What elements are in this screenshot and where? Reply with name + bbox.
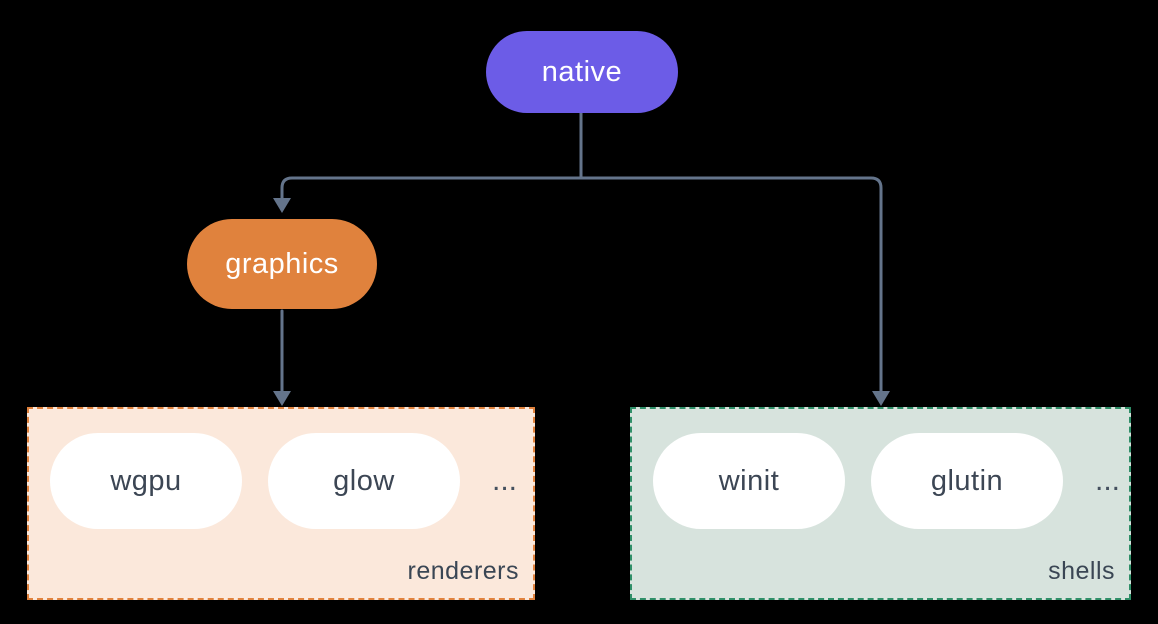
- node-graphics-label: graphics: [225, 247, 339, 280]
- connector-branch-graphics: [280, 176, 583, 200]
- pill-glutin-label: glutin: [930, 464, 1004, 497]
- arrow-down-icon: [273, 198, 291, 213]
- arrow-down-icon: [273, 391, 291, 406]
- pill-wgpu: wgpu: [50, 433, 242, 529]
- pill-glutin: glutin: [871, 433, 1063, 529]
- arrow-down-icon: [872, 391, 890, 406]
- pill-glow-label: glow: [333, 464, 395, 497]
- group-label-shells: shells: [1048, 557, 1115, 585]
- shells-ellipsis: ...: [1095, 464, 1121, 497]
- pill-winit: winit: [653, 433, 845, 529]
- group-shells: winit glutin ... shells: [630, 407, 1131, 600]
- pill-winit-label: winit: [718, 464, 780, 497]
- renderers-ellipsis: ...: [492, 464, 518, 497]
- shells-pill-row: winit glutin ...: [653, 433, 1120, 529]
- group-label-renderers: renderers: [407, 557, 519, 585]
- node-native-label: native: [541, 55, 623, 88]
- node-native: native: [486, 31, 678, 113]
- pill-glow: glow: [268, 433, 460, 529]
- renderers-pill-row: wgpu glow ...: [50, 433, 517, 529]
- node-graphics: graphics: [187, 219, 377, 309]
- pill-wgpu-label: wgpu: [110, 464, 182, 497]
- connector-branch-shells: [579, 176, 883, 394]
- group-renderers: wgpu glow ... renderers: [27, 407, 535, 600]
